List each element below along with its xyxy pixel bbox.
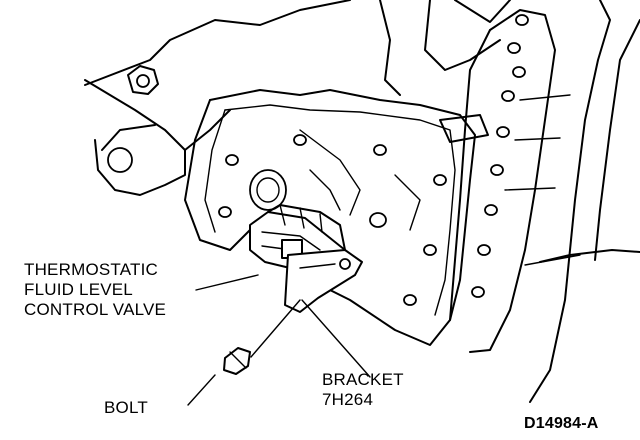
bracket-label-line1: BRACKET — [322, 370, 404, 389]
figure-id: D14984-A — [524, 415, 599, 432]
valve-label-line1: THERMOSTATIC — [24, 260, 158, 279]
bolt — [223, 347, 251, 375]
valve-label-line3: CONTROL VALVE — [24, 300, 167, 319]
bolt-label: BOLT — [104, 398, 148, 417]
leader-lines — [187, 254, 581, 406]
valve-body-plate — [184, 89, 489, 346]
bracket-label-line2: 7H264 — [322, 390, 374, 409]
transmission-case — [84, 0, 640, 403]
valve-callout: THERMOSTATIC FLUID LEVEL CONTROL VALVE — [24, 260, 166, 320]
bracket-callout: BRACKET 7H264 — [322, 370, 404, 410]
valve-label-line2: FLUID LEVEL — [24, 280, 133, 299]
hex-nut — [127, 65, 159, 95]
case-flange — [449, 9, 556, 353]
bracket-7h264 — [284, 249, 363, 313]
